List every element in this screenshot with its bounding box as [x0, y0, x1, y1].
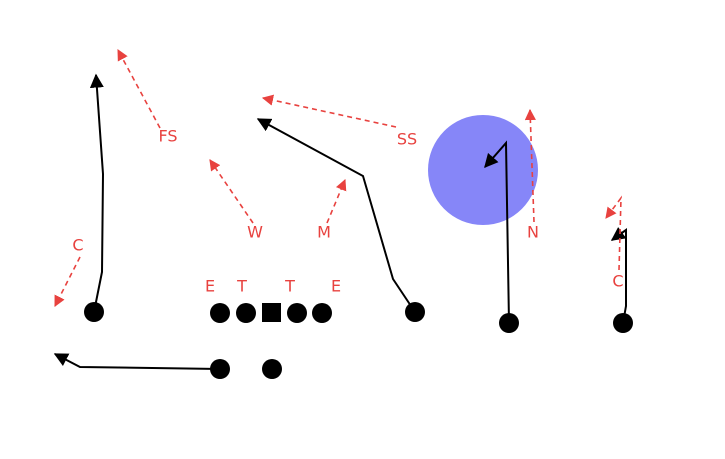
highlight-circle [428, 115, 538, 225]
path-fs [117, 49, 161, 129]
defender-e-right: E [331, 277, 341, 296]
defender-t-right: T [284, 277, 295, 296]
path-c-left [54, 256, 81, 307]
path-w [209, 159, 254, 224]
defender-fs: FS [158, 127, 177, 146]
route-wr-slot [484, 140, 510, 324]
player-lg [236, 303, 256, 323]
path-c-right [605, 195, 622, 271]
defender-c-right: C [612, 272, 623, 291]
route-wr-left [89, 73, 105, 313]
path-n [524, 108, 536, 223]
player-rg [287, 303, 307, 323]
defender-t-left: T [236, 277, 247, 296]
player-center [262, 303, 281, 322]
defender-e-left: E [205, 277, 215, 296]
defender-n: N [527, 223, 539, 242]
player-rb [262, 359, 282, 379]
player-wr-left [84, 302, 104, 322]
route-rb [53, 353, 221, 370]
player-te [405, 302, 425, 322]
defender-w: W [247, 223, 263, 242]
defender-c-left: C [72, 236, 83, 255]
player-qb [210, 359, 230, 379]
defender-m: M [317, 223, 331, 242]
defender-ss: SS [397, 130, 417, 149]
route-te-right [256, 118, 416, 313]
player-wr-right [613, 313, 633, 333]
path-ss [261, 94, 397, 128]
player-slot [499, 313, 519, 333]
player-lt [210, 303, 230, 323]
player-rt [312, 303, 332, 323]
path-m [326, 178, 347, 224]
